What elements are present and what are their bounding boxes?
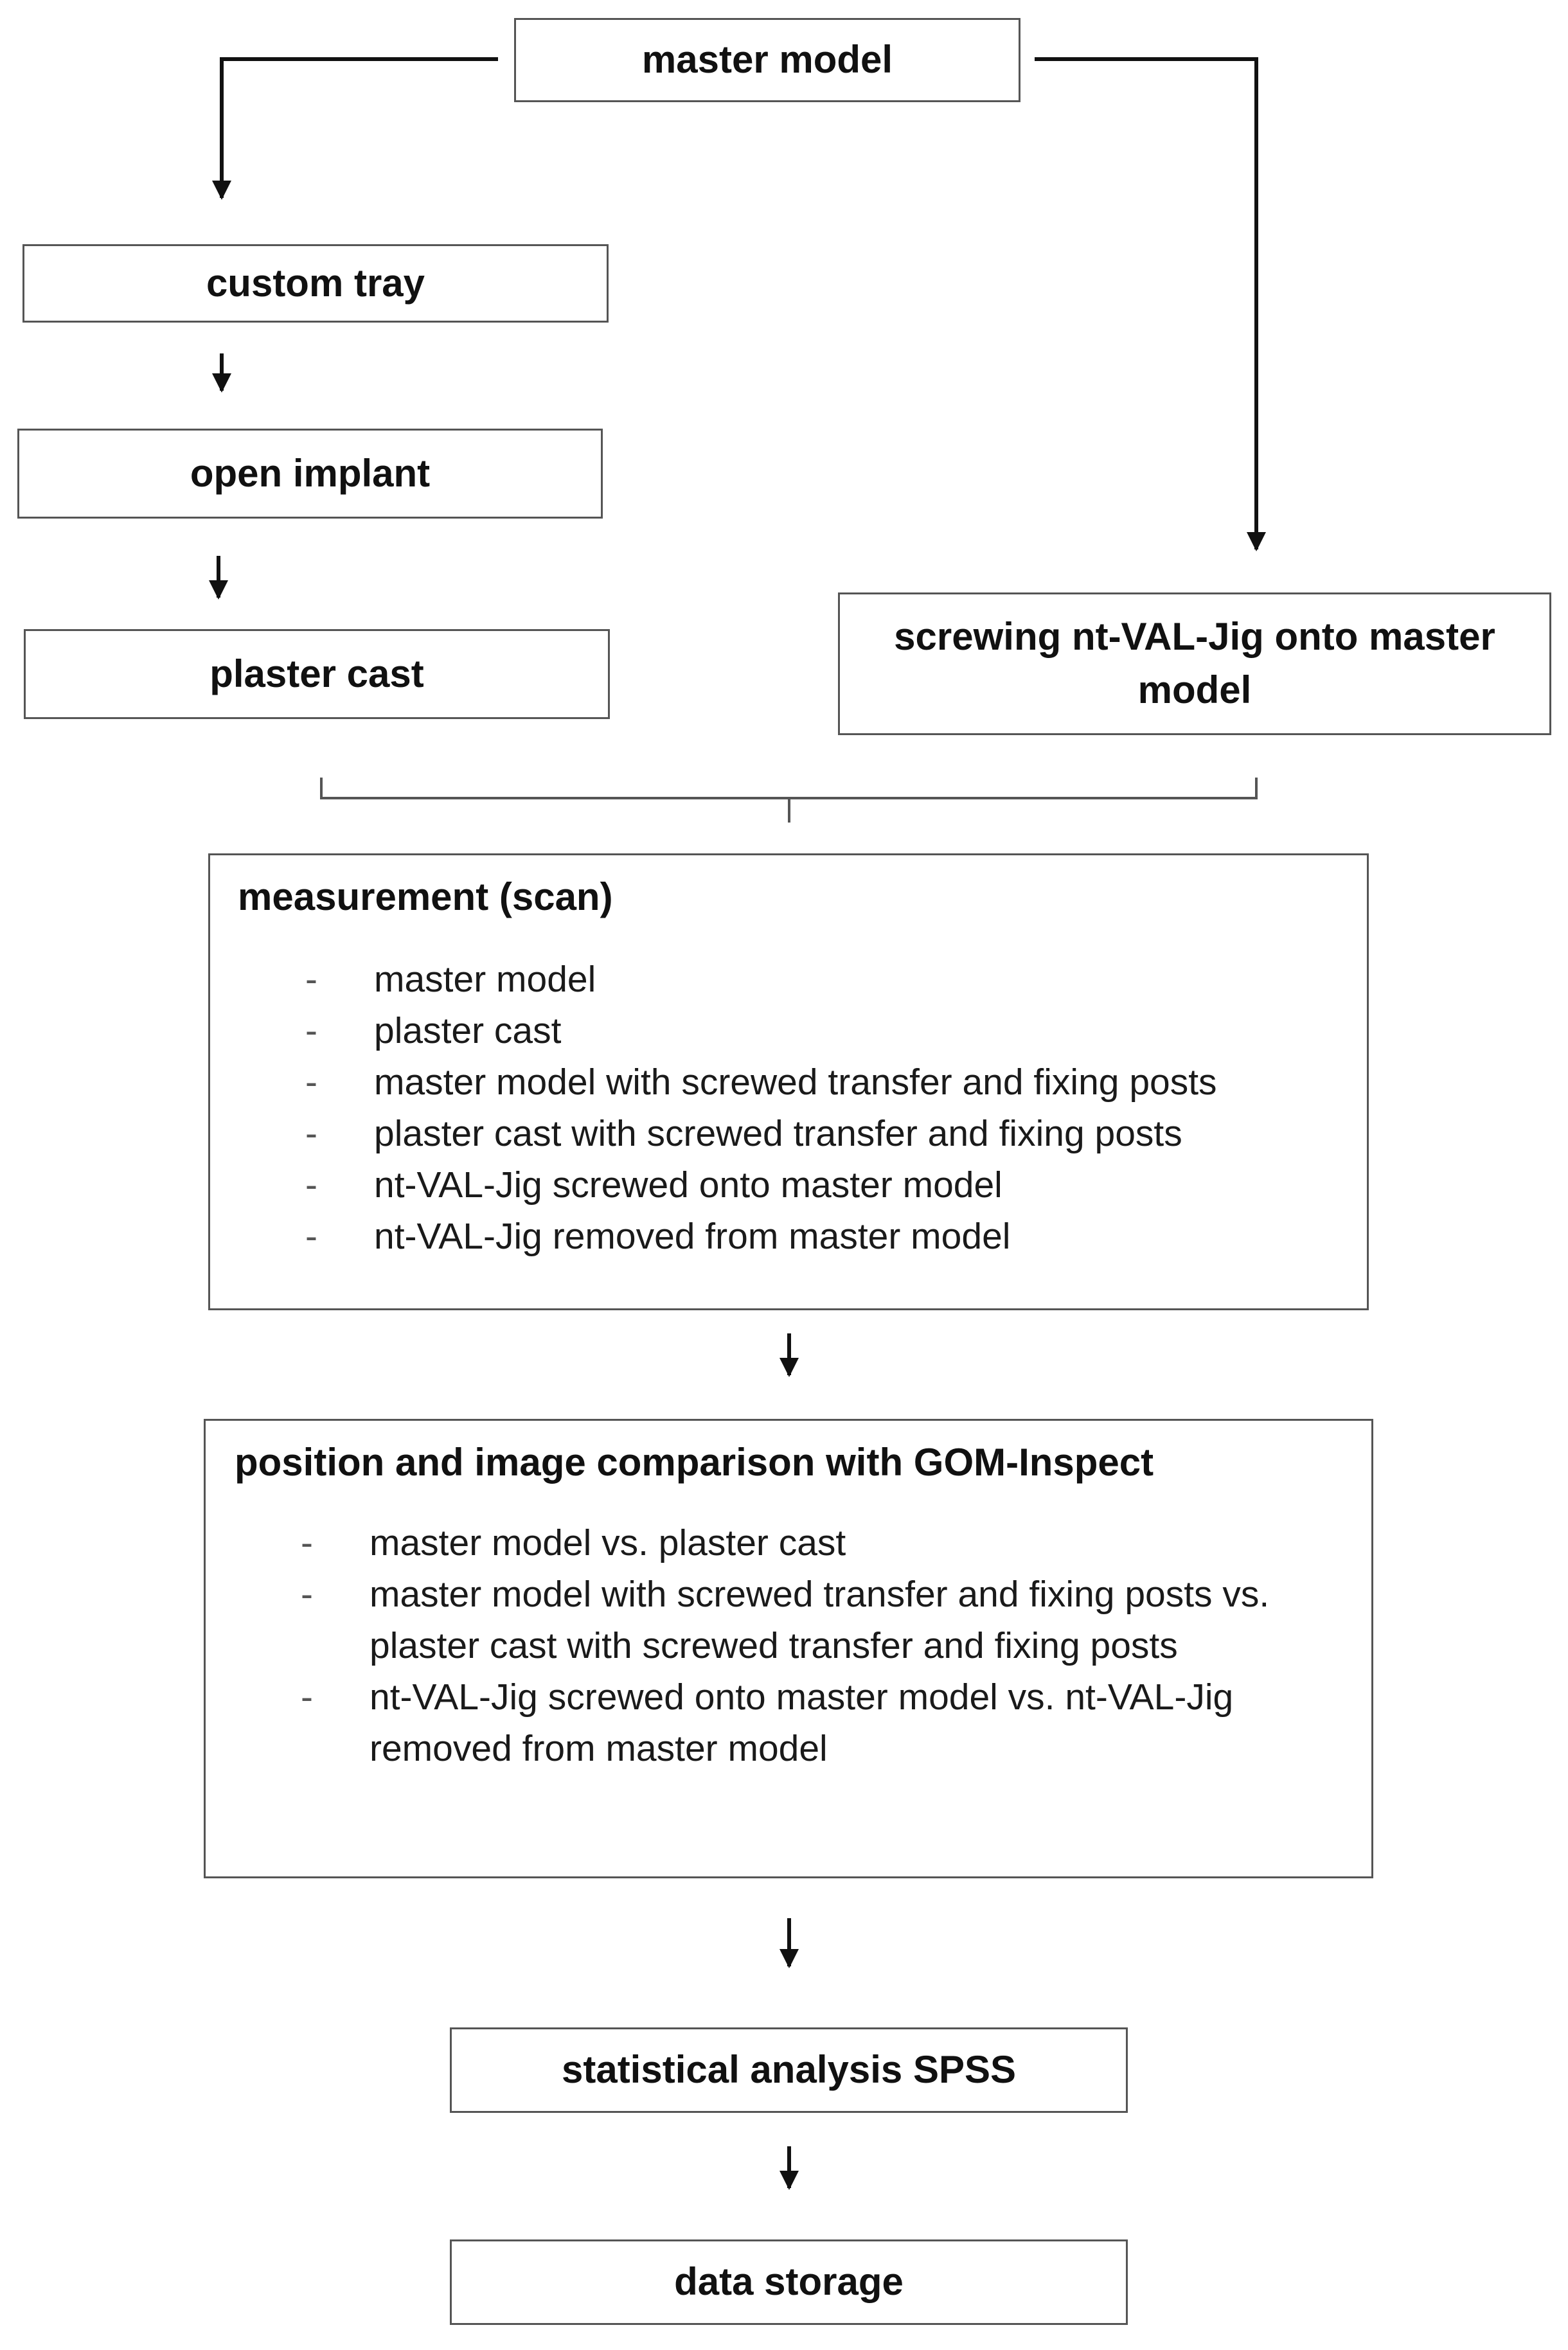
master-model-box: master model — [514, 18, 1020, 102]
arrow-master-to-custom-tray — [212, 57, 498, 200]
statistics-label: statistical analysis SPSS — [561, 2048, 1017, 2092]
bullet-dash: - — [301, 1677, 313, 1718]
bullet-dash: - — [305, 1062, 317, 1103]
comparison-list: - master model vs. plaster cast - master m… — [301, 1517, 1329, 1774]
bullet-dash: - — [305, 1164, 317, 1206]
bullet-dash: - — [301, 1574, 313, 1615]
list-item-text: plaster cast with screwed transfer and f… — [374, 1113, 1182, 1154]
list-item: - master model vs. plaster cast — [301, 1517, 1329, 1569]
custom-tray-label: custom tray — [206, 261, 425, 305]
list-item: - master model — [305, 954, 1308, 1005]
comparison-box: position and image comparison with GOM-I… — [204, 1419, 1373, 1878]
measurement-title: measurement (scan) — [238, 875, 613, 918]
list-item: - plaster cast — [305, 1005, 1308, 1056]
custom-tray-box: custom tray — [22, 244, 609, 323]
bullet-dash: - — [305, 1216, 317, 1257]
jig-box: screwing nt-VAL-Jig onto master model — [838, 592, 1551, 735]
merge-bracket — [320, 778, 1258, 823]
jig-label: screwing nt-VAL-Jig onto master model — [894, 615, 1495, 711]
list-item: - nt-VAL-Jig screwed onto master model vs… — [301, 1671, 1329, 1774]
bullet-dash: - — [305, 1010, 317, 1051]
measurement-list: - master model - plaster cast - master mode… — [305, 954, 1308, 1262]
list-item: - nt-VAL-Jig removed from master model — [305, 1211, 1308, 1262]
list-item-text: master model with screwed transfer and f… — [370, 1574, 1270, 1666]
list-item: - master model with screwed transfer and … — [301, 1569, 1329, 1671]
storage-label: data storage — [674, 2260, 904, 2304]
bullet-dash: - — [301, 1522, 313, 1563]
list-item-text: master model — [374, 959, 596, 1000]
list-item-text: master model vs. plaster cast — [370, 1522, 846, 1563]
list-item: - nt-VAL-Jig screwed onto master model — [305, 1159, 1308, 1211]
plaster-cast-box: plaster cast — [24, 629, 610, 719]
plaster-cast-label: plaster cast — [209, 652, 424, 695]
list-item-text: nt-VAL-Jig removed from master model — [374, 1216, 1011, 1257]
list-item: - plaster cast with screwed transfer and … — [305, 1108, 1308, 1159]
open-implant-label: open implant — [190, 451, 431, 495]
bullet-dash: - — [305, 1113, 317, 1154]
master-model-label: master model — [641, 38, 893, 82]
open-implant-box: open implant — [17, 429, 603, 519]
comparison-title: position and image comparison with GOM-I… — [235, 1441, 1154, 1484]
bullet-dash: - — [305, 959, 317, 1000]
arrow-master-to-jig — [1035, 57, 1266, 551]
list-item-text: master model with screwed transfer and f… — [374, 1062, 1217, 1103]
storage-box: data storage — [450, 2239, 1128, 2325]
measurement-box: measurement (scan) - master model - plaste… — [208, 853, 1369, 1310]
list-item-text: nt-VAL-Jig screwed onto master model vs.… — [370, 1677, 1234, 1769]
statistics-box: statistical analysis SPSS — [450, 2027, 1128, 2113]
list-item-text: nt-VAL-Jig screwed onto master model — [374, 1164, 1002, 1206]
list-item-text: plaster cast — [374, 1010, 562, 1051]
list-item: - master model with screwed transfer and … — [305, 1056, 1308, 1108]
